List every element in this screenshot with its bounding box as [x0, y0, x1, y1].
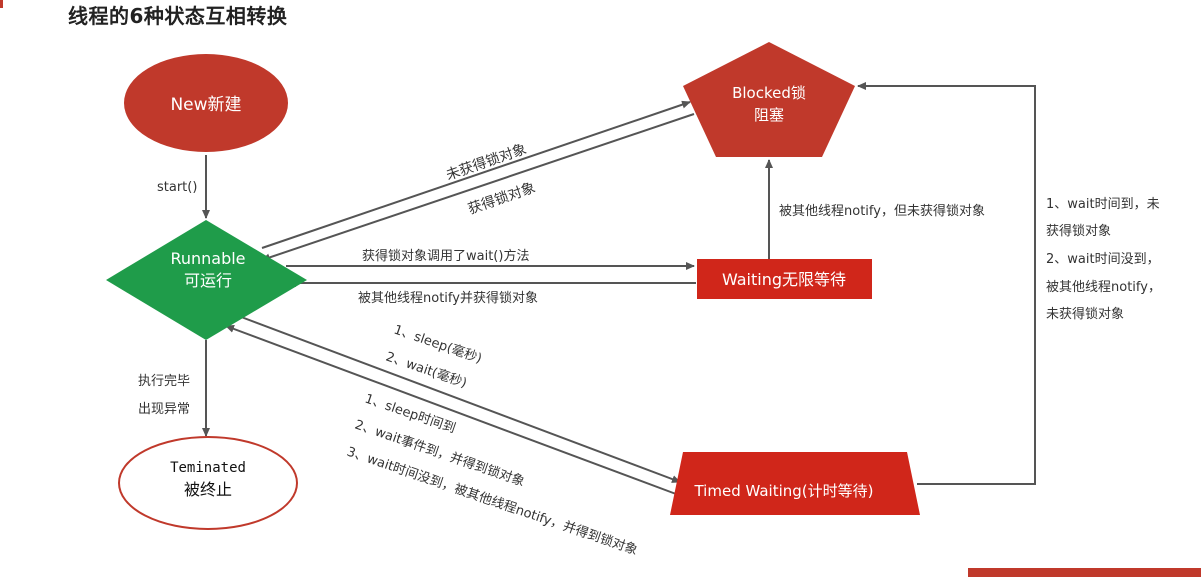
arrow-timed-to-blocked — [857, 82, 1036, 485]
state-timed-waiting: Timed Waiting(计时等待) — [670, 452, 920, 515]
state-timed-waiting-label: Timed Waiting(计时等待) — [693, 482, 873, 500]
arrow-timed-to-runnable — [225, 325, 677, 495]
state-terminated-label-1: Teminated — [170, 460, 246, 476]
state-waiting: Waiting无限等待 — [697, 259, 872, 299]
label-finish-1: 执行完毕 — [138, 374, 190, 389]
state-blocked: Blocked锁 阻塞 — [683, 42, 855, 157]
label-wait-call: 获得锁对象调用了wait()方法 — [362, 248, 529, 264]
label-timed-to-blocked-1: 1、wait时间到，未 — [1046, 197, 1160, 212]
state-runnable-label-1: Runnable — [170, 249, 245, 268]
arrow-blocked-to-runnable — [261, 113, 695, 262]
label-finish-2: 出现异常 — [138, 402, 190, 417]
state-terminated: Teminated 被终止 — [118, 436, 298, 530]
state-runnable: Runnable 可运行 — [106, 220, 307, 340]
arrow-runnable-to-timed — [235, 314, 681, 483]
state-blocked-label-1: Blocked锁 — [732, 84, 806, 102]
label-notify-no-lock: 被其他线程notify，但未获得锁对象 — [779, 203, 985, 219]
label-timed-to-blocked-2: 获得锁对象 — [1046, 223, 1111, 239]
label-get-lock: 获得锁对象 — [466, 179, 538, 218]
footer-accent-bar — [968, 568, 1201, 577]
label-from-timed-3: 3、wait时间没到，被其他线程notify，并得到锁对象 — [345, 444, 640, 559]
label-timed-to-blocked-4: 被其他线程notify， — [1046, 280, 1161, 295]
state-waiting-label: Waiting无限等待 — [722, 270, 846, 289]
arrow-runnable-to-blocked — [261, 100, 691, 249]
state-new-label: New新建 — [170, 95, 241, 115]
state-new: New新建 — [124, 54, 288, 152]
label-timed-to-blocked-3: 2、wait时间没到， — [1046, 252, 1160, 267]
label-timed-to-blocked-5: 未获得锁对象 — [1046, 306, 1124, 322]
state-runnable-label-2: 可运行 — [184, 271, 232, 290]
page-title: 线程的6种状态互相转换 — [68, 4, 288, 28]
label-start: start() — [157, 180, 197, 195]
state-blocked-label-2: 阻塞 — [754, 106, 784, 124]
label-notify-get-lock: 被其他线程notify并获得锁对象 — [358, 290, 538, 306]
state-terminated-label-2: 被终止 — [184, 480, 232, 499]
corner-accent — [0, 0, 3, 8]
